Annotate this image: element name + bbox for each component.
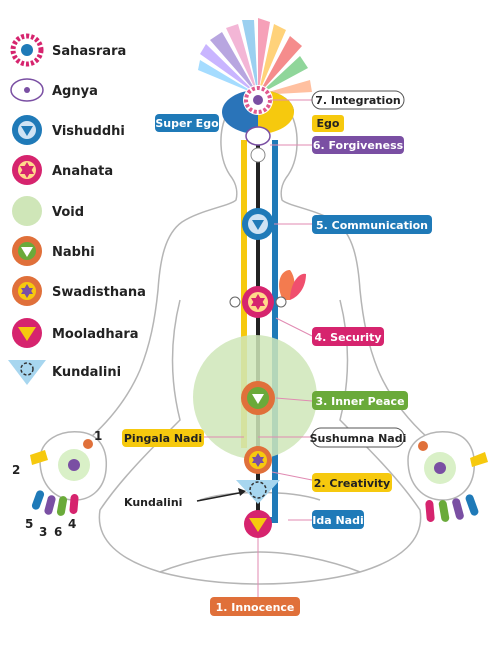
- legend-icons: [8, 33, 46, 385]
- svg-text:4. Security: 4. Security: [314, 331, 381, 344]
- svg-text:Ida Nadi: Ida Nadi: [312, 514, 364, 527]
- right-node: [275, 296, 287, 308]
- svg-text:7. Integration: 7. Integration: [315, 94, 400, 107]
- legend-label-agnya: Agnya: [52, 84, 98, 99]
- legend-label-nabhi: Nabhi: [52, 245, 95, 260]
- swadisthana-chakra-icon: [12, 276, 42, 306]
- mooladhara-chakra: [244, 510, 272, 538]
- svg-text:Ego: Ego: [317, 117, 340, 130]
- tag-super-ego: Super Ego: [155, 114, 219, 132]
- super-ego-circle: [250, 147, 266, 163]
- finger-number-1: 1: [94, 429, 102, 443]
- kundalini-spiral-icon: [8, 360, 46, 385]
- swadisthana-chakra: [244, 446, 272, 474]
- legend-label-vishuddhi: Vishuddhi: [52, 124, 125, 139]
- svg-text:Super Ego: Super Ego: [155, 117, 219, 130]
- sahasrara-chakra: [243, 85, 273, 115]
- legend-label-mooladhara: Mooladhara: [52, 327, 139, 342]
- tag-ego: Ego: [312, 115, 344, 132]
- sahasrara-lotus-icon: [10, 33, 44, 67]
- left-hand: [30, 431, 108, 516]
- anahata-chakra: [242, 286, 274, 318]
- left-node: [229, 296, 241, 308]
- anahata-chakra-icon: [12, 155, 42, 185]
- legend-label-kundalini: Kundalini: [52, 365, 121, 380]
- svg-text:2. Creativity: 2. Creativity: [314, 477, 390, 490]
- tag-kundalini: Kundalini: [124, 496, 182, 509]
- connector-lines: [203, 99, 313, 598]
- tag-forgiveness: 6. Forgiveness: [312, 136, 404, 154]
- tag-sushumna: Sushumna Nadi: [310, 427, 407, 448]
- svg-text:1. Innocence: 1. Innocence: [216, 601, 295, 614]
- finger-number-6: 6: [54, 525, 62, 539]
- tag-security: 4. Security: [312, 327, 384, 346]
- nabhi-chakra: [241, 381, 275, 415]
- void-circle-icon: [12, 196, 42, 226]
- svg-text:Pingala Nadi: Pingala Nadi: [124, 432, 202, 445]
- kundalini-chakra: [236, 480, 280, 504]
- legend-labels: Sahasrara Agnya Vishuddhi Anahata Void N…: [52, 44, 146, 380]
- tag-inner-peace: 3. Inner Peace: [312, 391, 408, 410]
- tag-innocence: 1. Innocence: [210, 597, 300, 616]
- agnya-chakra: [245, 126, 271, 146]
- finger-number-2: 2: [12, 463, 20, 477]
- kundalini-arrowhead: [238, 488, 246, 496]
- right-hand: [407, 431, 488, 522]
- tag-creativity: 2. Creativity: [312, 473, 392, 492]
- finger-number-3: 3: [39, 525, 47, 539]
- finger-numbers: 1 2 3 4 5 6: [12, 429, 102, 539]
- kundalini-arrow: [196, 491, 245, 502]
- vishuddhi-chakra-icon: [12, 115, 42, 145]
- legend-label-anahata: Anahata: [52, 164, 113, 179]
- tag-communication: 5. Communication: [312, 215, 432, 234]
- legend-label-swadisthana: Swadisthana: [52, 285, 146, 300]
- finger-number-5: 5: [25, 517, 33, 531]
- finger-number-4: 4: [68, 517, 76, 531]
- tag-pingala: Pingala Nadi: [122, 429, 204, 447]
- svg-text:3. Inner Peace: 3. Inner Peace: [315, 395, 404, 408]
- crown-rays: [198, 18, 312, 95]
- tag-integration: 7. Integration: [311, 90, 405, 110]
- lotus-icon: [279, 270, 306, 300]
- svg-text:Kundalini: Kundalini: [124, 496, 182, 509]
- svg-text:6. Forgiveness: 6. Forgiveness: [313, 139, 404, 152]
- vishuddhi-chakra: [242, 208, 274, 240]
- tag-ida: Ida Nadi: [312, 510, 364, 529]
- legend-label-void: Void: [52, 205, 84, 220]
- svg-text:Sushumna Nadi: Sushumna Nadi: [310, 432, 407, 445]
- nabhi-chakra-icon: [12, 236, 42, 266]
- mooladhara-chakra-icon: [12, 318, 42, 348]
- agnya-lotus-icon: [10, 78, 44, 102]
- legend-label-sahasrara: Sahasrara: [52, 44, 126, 59]
- svg-text:5. Communication: 5. Communication: [316, 219, 428, 232]
